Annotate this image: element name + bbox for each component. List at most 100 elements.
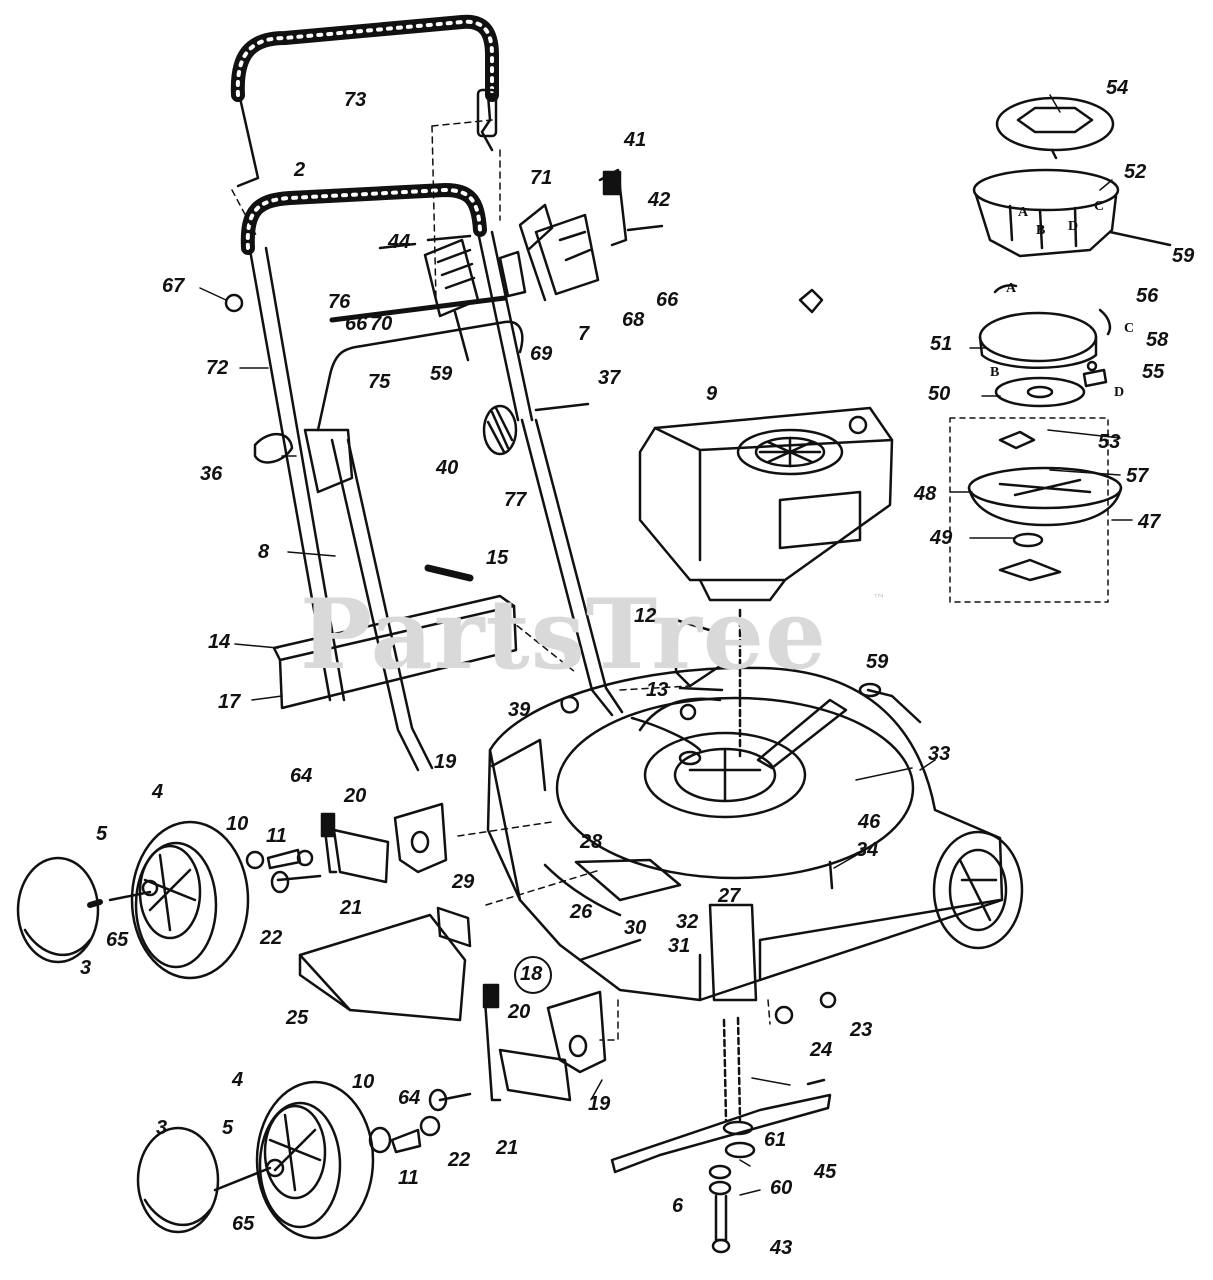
blade-adapter-assembly (949, 96, 1172, 603)
lower-handle-rails (272, 418, 624, 772)
label-leaders (199, 94, 1133, 1196)
callout-19-rear: 19 (588, 1093, 611, 1115)
callout-13: 13 (646, 679, 669, 701)
callout-58: 58 (1146, 329, 1169, 351)
callout-21-rear: 21 (496, 1137, 519, 1159)
callout-11-front: 11 (266, 825, 287, 847)
callout-65-rear: 65 (232, 1213, 255, 1235)
callout-65-front: 65 (106, 929, 129, 951)
callout-36: 36 (200, 463, 223, 485)
callout-ring-18 (514, 956, 552, 994)
callout-68: 68 (622, 309, 645, 331)
letter-c-mid: C (1124, 321, 1135, 336)
callout-19-front: 19 (434, 751, 457, 773)
callout-75: 75 (368, 371, 391, 393)
callout-76: 76 (328, 291, 351, 313)
callout-23: 23 (850, 1019, 873, 1041)
callout-9: 9 (706, 383, 718, 405)
callout-72: 72 (206, 357, 229, 379)
callout-44: 44 (388, 231, 411, 253)
callout-47: 47 (1138, 511, 1161, 533)
callout-39: 39 (508, 699, 531, 721)
callout-41: 41 (624, 129, 647, 151)
callout-4-rear: 4 (232, 1069, 244, 1091)
letter-a-mid: A (1006, 281, 1017, 296)
callout-66-left: 66 (345, 313, 368, 335)
callout-22-rear: 22 (448, 1149, 471, 1171)
callout-51: 51 (930, 333, 953, 355)
callout-49: 49 (930, 527, 953, 549)
deck-hardware (298, 608, 922, 1122)
callout-10-rear: 10 (352, 1071, 375, 1093)
callout-52: 52 (1124, 161, 1147, 183)
letter-c-top: C (1094, 199, 1105, 214)
callout-3-front: 3 (80, 957, 92, 979)
callout-24: 24 (810, 1039, 833, 1061)
callout-25: 25 (286, 1007, 309, 1029)
callout-40: 40 (436, 457, 459, 479)
callout-5-front: 5 (96, 823, 108, 845)
callout-55: 55 (1142, 361, 1165, 383)
callout-59-control: 59 (430, 363, 453, 385)
callout-22-front: 22 (260, 927, 283, 949)
callout-6: 6 (672, 1195, 684, 1217)
letter-b-top: B (1036, 223, 1046, 238)
callout-43: 43 (770, 1237, 793, 1259)
callout-61: 61 (764, 1129, 787, 1151)
callout-3-rear: 3 (156, 1117, 168, 1139)
callout-42: 42 (648, 189, 671, 211)
callout-5-rear: 5 (222, 1117, 234, 1139)
callout-46: 46 (858, 811, 881, 833)
callout-54: 54 (1106, 77, 1129, 99)
callout-17: 17 (218, 691, 241, 713)
callout-15: 15 (486, 547, 509, 569)
handle-crossbar (253, 295, 590, 494)
watermark: PartsTree (300, 578, 827, 691)
callout-37: 37 (598, 367, 621, 389)
callout-14: 14 (208, 631, 231, 653)
upper-handle (230, 14, 499, 188)
rear-wheel-assembly (136, 983, 607, 1240)
callout-64-rear: 64 (398, 1087, 421, 1109)
callout-33: 33 (928, 743, 951, 765)
callout-21-front: 21 (340, 897, 363, 919)
callout-60: 60 (770, 1177, 793, 1199)
callout-7: 7 (578, 323, 590, 345)
callout-27: 27 (718, 885, 741, 907)
callout-29: 29 (452, 871, 475, 893)
callout-64-front: 64 (290, 765, 313, 787)
callout-59-adapter: 59 (1172, 245, 1195, 267)
callout-11-rear: 11 (398, 1167, 419, 1189)
callout-59-deck: 59 (866, 651, 889, 673)
blade (610, 1093, 832, 1254)
engine (638, 288, 894, 602)
leader-lines (231, 119, 771, 1041)
callout-18: 18 (520, 963, 543, 985)
callout-28: 28 (580, 831, 603, 853)
callout-66-right: 66 (656, 289, 679, 311)
callout-45: 45 (814, 1161, 837, 1183)
callout-71: 71 (530, 167, 553, 189)
callout-20-rear: 20 (508, 1001, 531, 1023)
callout-57: 57 (1126, 465, 1149, 487)
callout-20-front: 20 (344, 785, 367, 807)
callout-34: 34 (856, 839, 879, 861)
callout-10-front: 10 (226, 813, 249, 835)
mower-deck (486, 666, 1024, 1002)
callout-73: 73 (344, 89, 367, 111)
callout-32: 32 (676, 911, 699, 933)
trademark-symbol: ™ (872, 592, 886, 608)
callout-30: 30 (624, 917, 647, 939)
callout-2: 2 (294, 159, 306, 181)
control-assembly (224, 168, 664, 362)
letter-b-mid: B (990, 365, 1000, 380)
callout-12: 12 (634, 605, 657, 627)
callout-53: 53 (1098, 431, 1121, 453)
callout-4-front: 4 (152, 781, 164, 803)
callout-56: 56 (1136, 285, 1159, 307)
callout-50: 50 (928, 383, 951, 405)
callout-31: 31 (668, 935, 691, 957)
lower-handle (240, 183, 534, 702)
front-wheel-assembly (16, 802, 448, 980)
